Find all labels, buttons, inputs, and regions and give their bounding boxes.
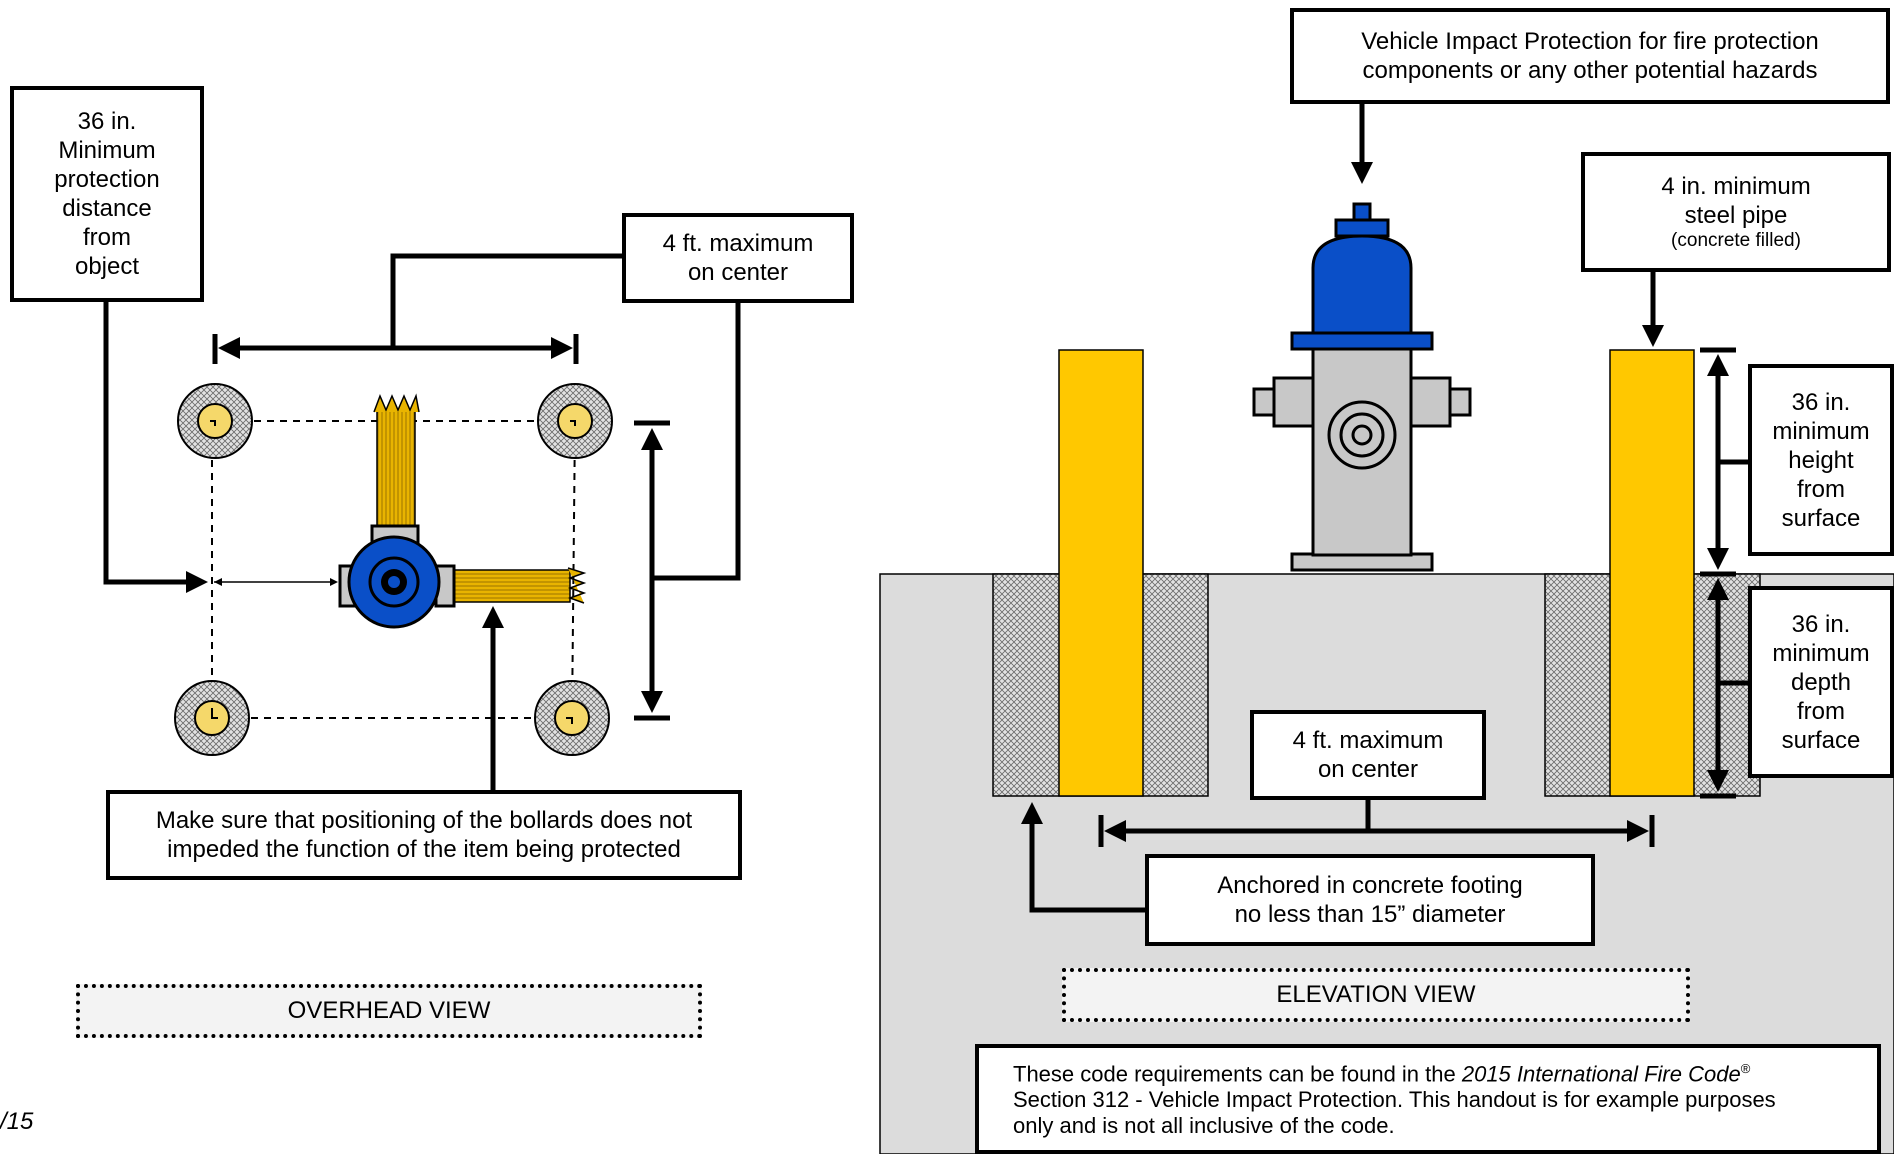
vehicle-impact-callout: Vehicle Impact Protection for fire prote…	[1290, 8, 1890, 104]
positioning-leader	[482, 606, 504, 792]
vehicle-impact-leader	[1351, 100, 1373, 184]
bollard-top-view	[174, 680, 250, 756]
pipe-leader	[1642, 270, 1664, 347]
code-note-line3: only and is not all inclusive of the cod…	[1013, 1113, 1395, 1139]
fire-hydrant-top-icon	[338, 393, 587, 629]
callout-line: from	[1797, 697, 1845, 725]
bollard-icon	[1609, 349, 1695, 797]
callout-line: surface	[1781, 726, 1861, 754]
bollard-top-view	[537, 383, 613, 459]
callout-line: from	[1797, 475, 1845, 503]
bollard-top-view	[534, 680, 610, 756]
elevation-spacing-dimension	[1098, 800, 1655, 847]
callout-line: minimum	[1772, 417, 1870, 445]
callout-line: no less than 15” diameter	[1234, 901, 1506, 928]
callout-line: components or any other potential hazard…	[1362, 57, 1818, 84]
bollard-top-view	[177, 383, 253, 459]
callout-line: surface	[1781, 504, 1861, 532]
callout-line: Minimum	[58, 137, 156, 164]
overhead-spacing-dimension	[212, 253, 622, 364]
callout-line: object	[74, 253, 140, 280]
registered-mark: ®	[1740, 1061, 1751, 1076]
callout-line: Anchored in concrete footing	[1217, 872, 1523, 899]
callout-line: distance	[62, 195, 152, 222]
bollard-icon	[1058, 349, 1144, 797]
code-note-line2: Section 312 - Vehicle Impact Protection.…	[1013, 1087, 1776, 1113]
positioning-callout: Make sure that positioning of the bollar…	[106, 790, 742, 880]
callout-line: Make sure that positioning of the bollar…	[155, 807, 693, 834]
callout-line: 4 ft. maximum	[1292, 727, 1444, 754]
overhead-view	[103, 253, 741, 792]
callout-line: 36 in.	[1791, 610, 1851, 638]
code-reference-note: These code requirements can be found in …	[975, 1044, 1881, 1154]
overhead-spacing-callout: 4 ft. maximum on center	[622, 213, 854, 303]
height-callout: 36 in. minimum height from surface	[1748, 364, 1894, 556]
callout-line: 36 in.	[1791, 388, 1851, 416]
callout-line: protection	[54, 166, 160, 193]
depth-callout: 36 in. minimum depth from surface	[1748, 586, 1894, 778]
pipe-callout: 4 in. minimum steel pipe (concrete fille…	[1581, 152, 1891, 272]
callout-line: 4 in. minimum	[1661, 173, 1811, 200]
callout-line: impeded the function of the item being p…	[167, 836, 681, 863]
code-note-text: These code requirements can be found in …	[1013, 1061, 1462, 1087]
callout-line: depth	[1790, 668, 1852, 696]
callout-line: height	[1788, 446, 1854, 474]
overhead-depth-dimension	[634, 300, 741, 721]
elevation-view-title: ELEVATION VIEW	[1062, 968, 1690, 1022]
height-dimension	[1700, 347, 1752, 577]
min-distance-leader	[103, 302, 338, 593]
callout-line: steel pipe	[1684, 202, 1788, 229]
callout-note: (concrete filled)	[1671, 230, 1801, 251]
overhead-view-title: OVERHEAD VIEW	[76, 984, 702, 1038]
callout-line: Vehicle Impact Protection for fire prote…	[1361, 28, 1819, 55]
min-distance-callout: 36 in. Minimum protection distance from …	[10, 86, 204, 302]
callout-line: 4 ft. maximum	[662, 230, 814, 257]
code-note-line1: These code requirements can be found in …	[1013, 1056, 1877, 1087]
anchored-callout: Anchored in concrete footing no less tha…	[1145, 854, 1595, 946]
callout-line: on center	[1317, 756, 1419, 783]
elevation-spacing-callout: 4 ft. maximum on center	[1250, 710, 1486, 800]
callout-line: on center	[687, 259, 789, 286]
anchored-leader	[1021, 802, 1145, 913]
callout-line: minimum	[1772, 639, 1870, 667]
fire-hydrant-icon	[1252, 202, 1472, 572]
depth-dimension	[1700, 578, 1752, 799]
callout-line: from	[83, 224, 131, 251]
footer-date-fragment: /15	[0, 1108, 34, 1135]
callout-line: 36 in.	[77, 108, 137, 135]
code-title: 2015 International Fire Code	[1461, 1061, 1741, 1087]
